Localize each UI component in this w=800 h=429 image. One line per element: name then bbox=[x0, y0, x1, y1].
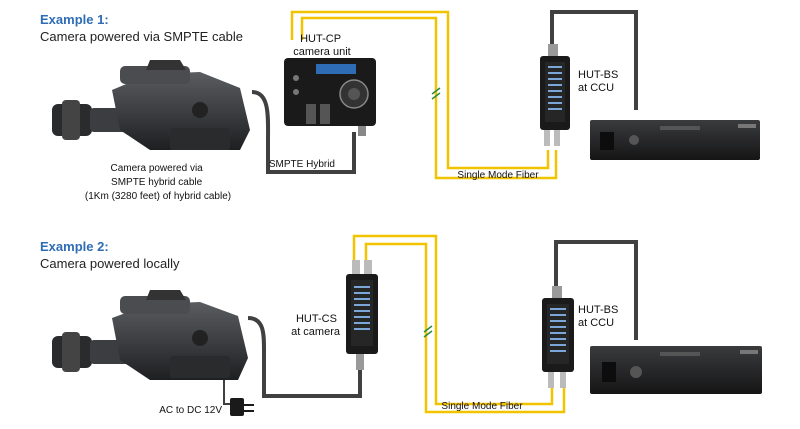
hut-cs-label-line-1: HUT-CS bbox=[296, 313, 337, 325]
hut-bs-1-label-line-2: at CCU bbox=[578, 82, 614, 94]
fiber-label-1: Single Mode Fiber bbox=[457, 170, 539, 181]
hut-bs-2-label: HUT-BS at CCU bbox=[578, 304, 621, 329]
fiber-label-2: Single Mode Fiber bbox=[441, 401, 523, 412]
camera-cable-2 bbox=[247, 316, 362, 398]
hut-cp-label-line-1: HUT-CP bbox=[300, 33, 341, 45]
example-1-title: Example 1: bbox=[40, 12, 109, 27]
example-1: Example 1: Camera powered via SMPTE cabl… bbox=[40, 10, 760, 202]
camera-1-caption-line-3: (1Km (3280 feet) of hybrid cable) bbox=[85, 191, 231, 202]
hut-cp-label: HUT-CP camera unit bbox=[293, 33, 350, 58]
hut-bs-1-label: HUT-BS at CCU bbox=[578, 69, 621, 94]
ccu-2-device-icon bbox=[590, 346, 762, 394]
hut-bs-2-label-line-1: HUT-BS bbox=[578, 304, 618, 316]
hut-cs-label: HUT-CS at camera bbox=[291, 313, 341, 338]
example-1-subtitle: Camera powered via SMPTE cable bbox=[40, 29, 243, 44]
hut-cp-label-line-2: camera unit bbox=[293, 46, 350, 58]
ccu-1-device-icon bbox=[590, 120, 760, 160]
power-label: AC to DC 12V bbox=[159, 405, 222, 416]
ccu-cable-1 bbox=[550, 10, 638, 110]
hut-bs-1-device-icon bbox=[540, 44, 570, 146]
ccu-cable-2 bbox=[554, 240, 638, 340]
hut-bs-2-device-icon bbox=[542, 286, 574, 388]
fiber-cable-2 bbox=[352, 234, 566, 414]
camera-2-icon bbox=[52, 290, 248, 380]
smpte-hybrid-cable bbox=[251, 90, 356, 174]
camera-1-caption-line-2: SMPTE hybrid cable bbox=[111, 177, 203, 188]
fiber-cable-1 bbox=[290, 10, 558, 180]
example-2-title: Example 2: bbox=[40, 239, 109, 254]
power-adapter-icon bbox=[230, 398, 254, 416]
cable-break-mark bbox=[431, 87, 441, 100]
hut-cs-label-line-2: at camera bbox=[291, 326, 341, 338]
smpte-hybrid-label: SMPTE Hybrid bbox=[269, 159, 335, 170]
hut-cp-device-icon bbox=[284, 58, 376, 136]
camera-1-caption-line-1: Camera powered via bbox=[110, 163, 203, 174]
hut-bs-2-label-line-2: at CCU bbox=[578, 317, 614, 329]
hut-cs-device-icon bbox=[346, 260, 378, 370]
cable-break-mark bbox=[423, 325, 433, 338]
camera-1-caption: Camera powered via SMPTE hybrid cable (1… bbox=[85, 163, 231, 202]
example-2-subtitle: Camera powered locally bbox=[40, 256, 180, 271]
power-cable bbox=[223, 380, 232, 405]
example-2: Example 2: Camera powered locally bbox=[40, 234, 762, 416]
hut-bs-1-label-line-1: HUT-BS bbox=[578, 69, 618, 81]
camera-1-icon bbox=[52, 60, 250, 150]
